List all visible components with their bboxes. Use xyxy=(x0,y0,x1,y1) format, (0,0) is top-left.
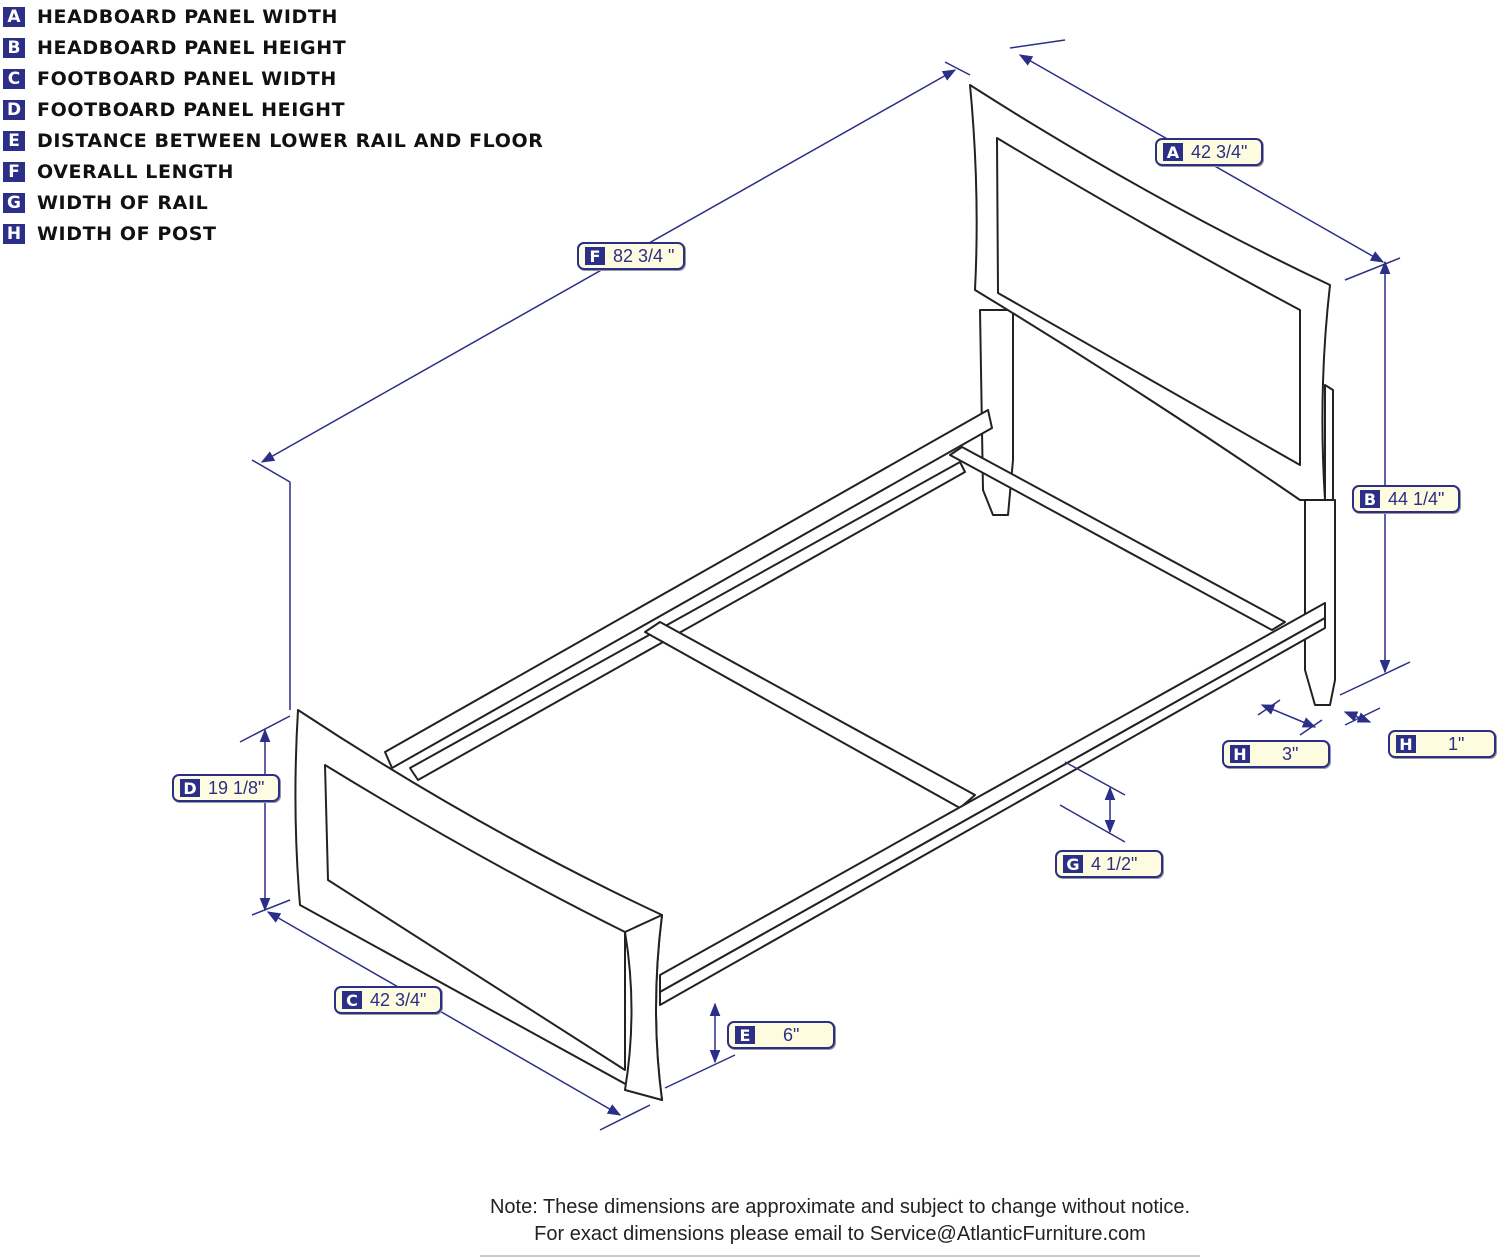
center-slat xyxy=(644,621,976,809)
legend-item-b: B HEADBOARD PANEL HEIGHT xyxy=(3,32,543,63)
dimension-tag-h-3: H 3" xyxy=(1222,740,1330,768)
tag-value: 4 1/2" xyxy=(1091,853,1138,874)
right-rail-lower xyxy=(659,617,1326,1006)
tag-key: G xyxy=(1063,855,1083,874)
dimension-tag-a: A 42 3/4" xyxy=(1155,138,1263,166)
legend-label: HEADBOARD PANEL WIDTH xyxy=(37,5,338,28)
tag-value: 19 1/8" xyxy=(208,777,265,798)
tag-value: 44 1/4" xyxy=(1388,488,1445,509)
tag-value: 1" xyxy=(1448,733,1465,754)
legend-key: D xyxy=(3,99,25,120)
tag-key: C xyxy=(342,991,362,1010)
legend-item-a: A HEADBOARD PANEL WIDTH xyxy=(3,1,543,32)
legend-key: G xyxy=(3,192,25,213)
tag-key: H xyxy=(1396,735,1416,754)
dimension-tag-g: G 4 1/2" xyxy=(1055,850,1163,878)
tag-key: B xyxy=(1360,490,1380,509)
dimension-tag-c: C 42 3/4" xyxy=(334,986,442,1014)
legend-label: WIDTH OF POST xyxy=(37,222,217,245)
tag-key: A xyxy=(1163,143,1183,162)
legend-key: A xyxy=(3,6,25,27)
tag-key: H xyxy=(1230,745,1250,764)
divider xyxy=(480,1255,1200,1257)
tag-key: E xyxy=(735,1026,755,1045)
tag-value: 42 3/4" xyxy=(370,989,427,1010)
dimension-tag-b: B 44 1/4" xyxy=(1352,485,1460,513)
legend-item-h: H WIDTH OF POST xyxy=(3,218,543,249)
tag-key: F xyxy=(585,247,605,266)
note-line-2: For exact dimensions please email to Ser… xyxy=(534,1223,1146,1245)
left-slat-ledge xyxy=(409,461,966,781)
legend-key: B xyxy=(3,37,25,58)
legend-key: E xyxy=(3,130,25,151)
legend-item-g: G WIDTH OF RAIL xyxy=(3,187,543,218)
legend-label: HEADBOARD PANEL HEIGHT xyxy=(37,36,347,59)
tag-key: D xyxy=(180,779,200,798)
tag-value: 6" xyxy=(783,1024,800,1045)
dimension-tag-f: F 82 3/4 " xyxy=(577,242,685,270)
legend-key: C xyxy=(3,68,25,89)
legend-key: F xyxy=(3,161,25,182)
dimension-tag-e: E 6" xyxy=(727,1021,835,1049)
tag-value: 42 3/4" xyxy=(1191,141,1248,162)
tag-value: 82 3/4 " xyxy=(613,245,675,266)
headboard xyxy=(969,84,1336,706)
tag-value: 3" xyxy=(1282,743,1299,764)
dimension-tag-h-1: H 1" xyxy=(1388,730,1496,758)
legend-key: H xyxy=(3,223,25,244)
head-slat xyxy=(949,446,1286,631)
legend-label: OVERALL LENGTH xyxy=(37,160,234,183)
note-line-1: Note: These dimensions are approximate a… xyxy=(489,1196,1191,1218)
legend-label: WIDTH OF RAIL xyxy=(37,191,209,214)
right-side-rail xyxy=(659,602,1326,993)
footboard xyxy=(294,709,663,1101)
left-side-rail xyxy=(384,409,993,769)
legend-item-f: F OVERALL LENGTH xyxy=(3,156,543,187)
dimension-tag-d: D 19 1/8" xyxy=(172,774,280,802)
